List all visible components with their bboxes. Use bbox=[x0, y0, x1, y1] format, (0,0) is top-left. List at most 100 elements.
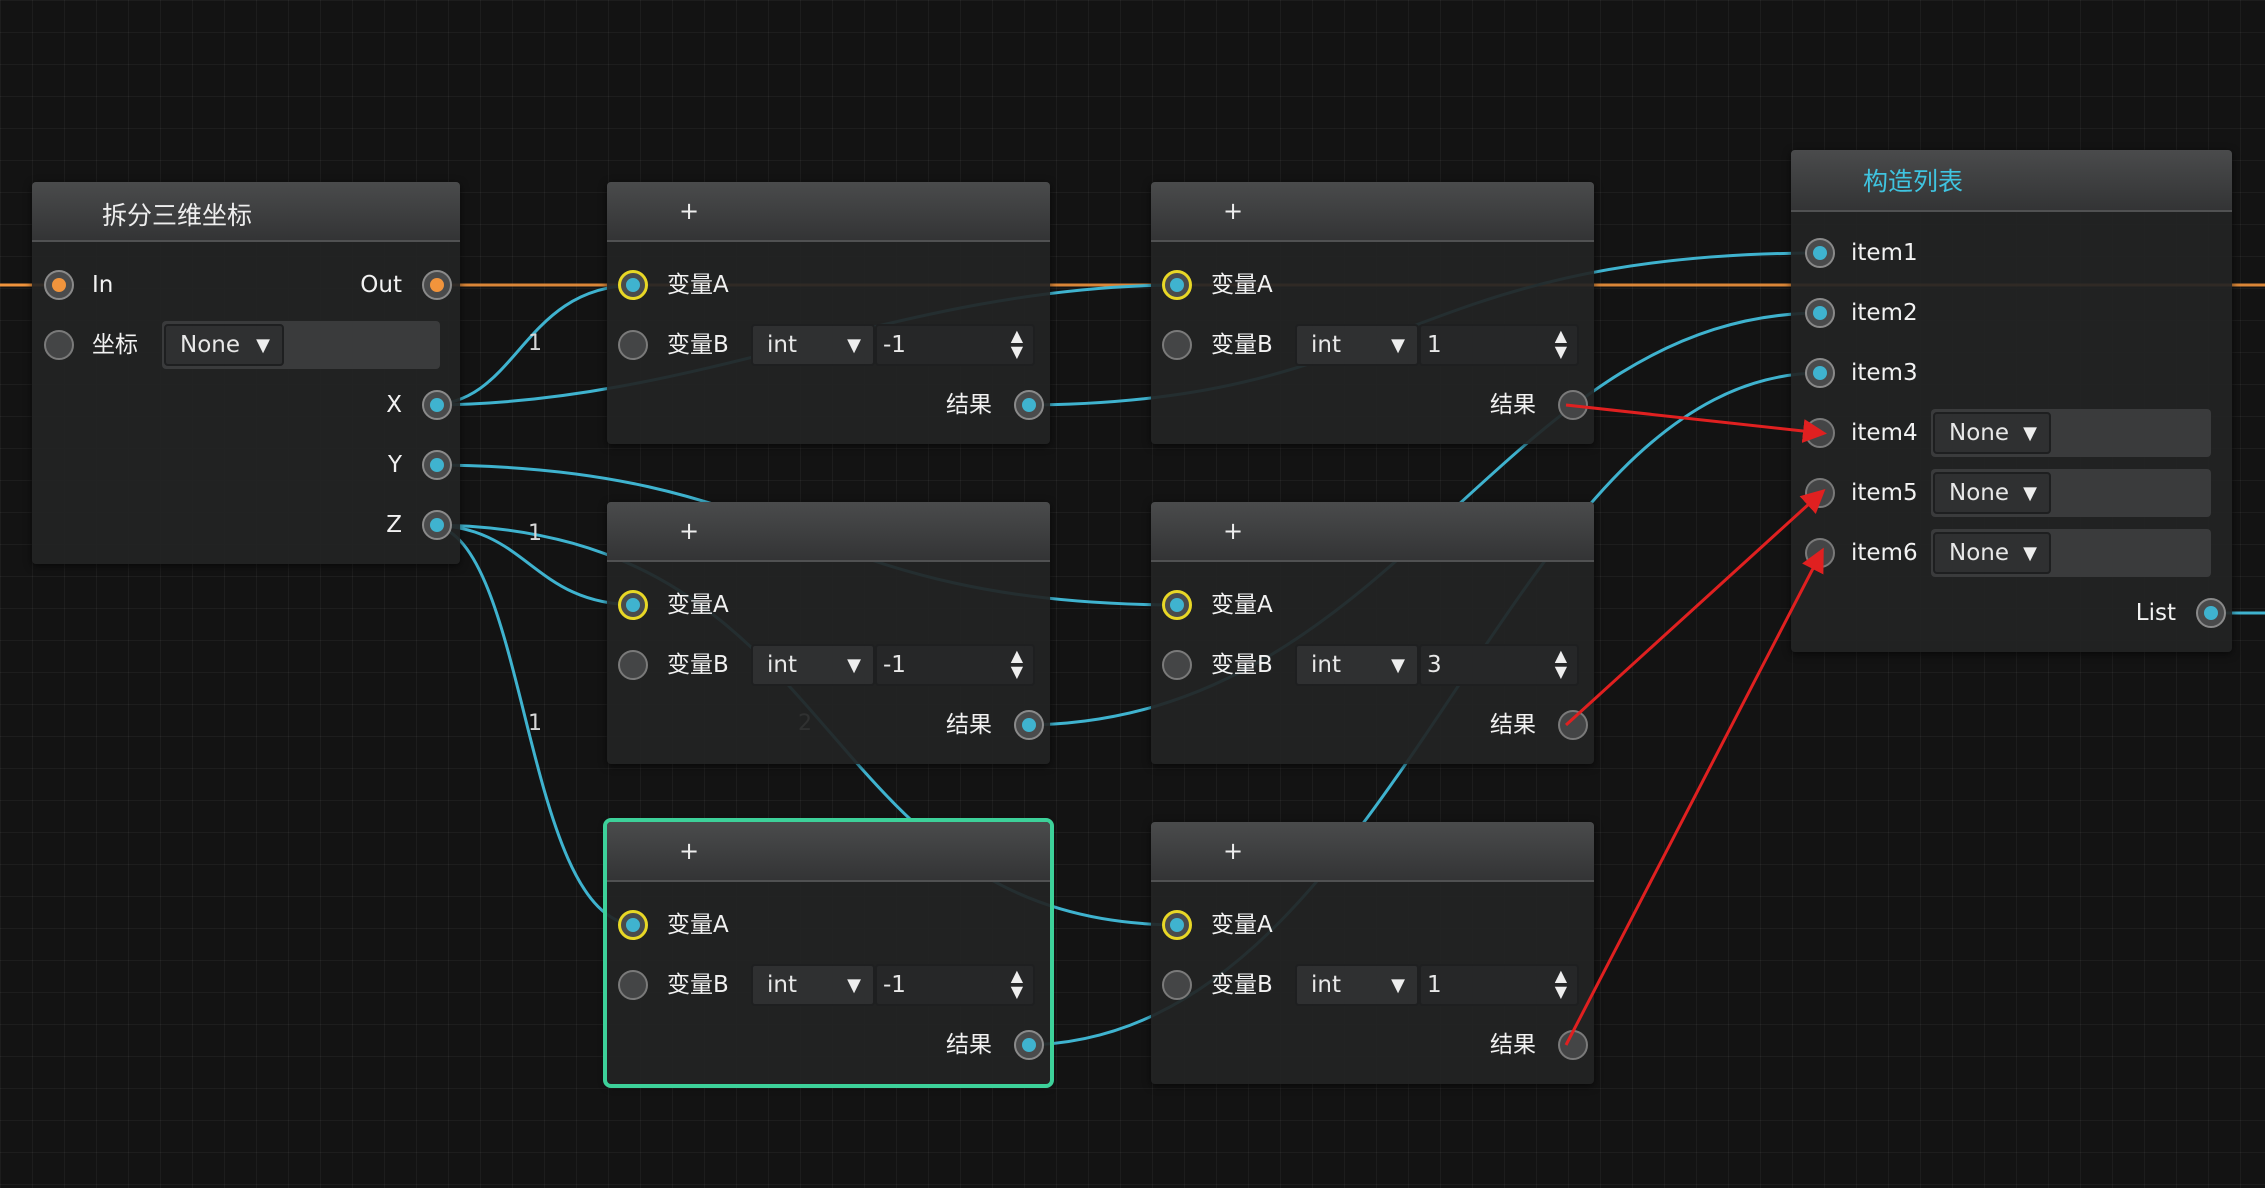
item6-dropdown[interactable]: None ▼ bbox=[1933, 532, 2051, 574]
node-title: + bbox=[679, 837, 700, 865]
build-list-node[interactable]: 构造列表 item1 item2 item3 item4 None ▼ item… bbox=[1791, 150, 2232, 652]
type-dropdown[interactable]: int▼ bbox=[751, 644, 875, 686]
out-port[interactable] bbox=[422, 270, 452, 300]
item1-port[interactable] bbox=[1805, 238, 1835, 268]
result-port[interactable] bbox=[1558, 710, 1588, 740]
result-label: 结果 bbox=[1490, 392, 1536, 418]
item5-dropdown[interactable]: None ▼ bbox=[1933, 472, 2051, 514]
result-port[interactable] bbox=[1558, 390, 1588, 420]
coord-dropdown[interactable]: None ▼ bbox=[164, 324, 284, 366]
node-header[interactable]: + bbox=[607, 502, 1050, 562]
spin-arrows-icon[interactable]: ▲▼ bbox=[1554, 326, 1567, 361]
variable-b-label: 变量B bbox=[1211, 972, 1273, 998]
in-port[interactable] bbox=[44, 270, 74, 300]
type-dropdown[interactable]: int ▼ bbox=[751, 964, 875, 1006]
chevron-down-icon: ▼ bbox=[2023, 483, 2037, 504]
z-port[interactable] bbox=[422, 510, 452, 540]
item5-value: None bbox=[1949, 480, 2010, 506]
variable-a-port[interactable] bbox=[618, 590, 648, 620]
list-output-port[interactable] bbox=[2196, 598, 2226, 628]
add-node-4[interactable]: + 变量A 变量B int▼1▲▼ 结果 bbox=[1151, 182, 1594, 444]
result-label: 结果 bbox=[1490, 712, 1536, 738]
x-label: X bbox=[386, 392, 402, 418]
spin-arrows-icon[interactable]: ▲▼ bbox=[1010, 326, 1023, 361]
variable-a-port[interactable] bbox=[618, 270, 648, 300]
type-dropdown[interactable]: int▼ bbox=[1295, 644, 1419, 686]
coord-label: 坐标 bbox=[92, 332, 138, 358]
spin-arrows-icon[interactable]: ▲▼ bbox=[1010, 646, 1023, 681]
type-dropdown[interactable]: int▼ bbox=[751, 324, 875, 366]
spin-arrows-icon[interactable]: ▲▼ bbox=[1554, 966, 1567, 1001]
item5-port[interactable] bbox=[1805, 478, 1835, 508]
coord-port[interactable] bbox=[44, 330, 74, 360]
x-port[interactable] bbox=[422, 390, 452, 420]
variable-a-port[interactable] bbox=[618, 910, 648, 940]
variable-b-port[interactable] bbox=[1162, 650, 1192, 680]
item4-port[interactable] bbox=[1805, 418, 1835, 448]
variable-b-spinbox[interactable]: -1▲▼ bbox=[875, 644, 1035, 686]
result-port[interactable] bbox=[1014, 710, 1044, 740]
node-title: 拆分三维坐标 bbox=[102, 201, 253, 230]
type-value: int bbox=[1311, 972, 1341, 998]
chevron-down-icon: ▼ bbox=[847, 335, 861, 356]
variable-b-spinbox[interactable]: 1▲▼ bbox=[1419, 324, 1579, 366]
type-value: int bbox=[1311, 652, 1341, 678]
variable-a-label: 变量A bbox=[667, 912, 729, 938]
result-port[interactable] bbox=[1014, 390, 1044, 420]
item3-label: item3 bbox=[1851, 360, 1918, 386]
item4-label: item4 bbox=[1851, 420, 1918, 446]
variable-a-label: 变量A bbox=[1211, 272, 1273, 298]
result-port[interactable] bbox=[1558, 1030, 1588, 1060]
type-dropdown[interactable]: int▼ bbox=[1295, 964, 1419, 1006]
chevron-down-icon: ▼ bbox=[847, 975, 861, 996]
y-port[interactable] bbox=[422, 450, 452, 480]
variable-a-port[interactable] bbox=[1162, 270, 1192, 300]
wire-label: 1 bbox=[528, 521, 542, 546]
variable-a-port[interactable] bbox=[1162, 590, 1192, 620]
item2-port[interactable] bbox=[1805, 298, 1835, 328]
node-title: 构造列表 bbox=[1863, 167, 1964, 196]
spin-arrows-icon[interactable]: ▲▼ bbox=[1010, 966, 1023, 1001]
node-header[interactable]: + bbox=[1151, 182, 1594, 242]
node-title: + bbox=[1223, 197, 1244, 225]
variable-b-value: 1 bbox=[1427, 972, 1442, 998]
variable-b-spinbox[interactable]: 3▲▼ bbox=[1419, 644, 1579, 686]
node-title: + bbox=[1223, 837, 1244, 865]
split-vector3-node[interactable]: 拆分三维坐标 In Out 坐标 None ▼ X Y Z bbox=[32, 182, 460, 564]
variable-a-port[interactable] bbox=[1162, 910, 1192, 940]
variable-b-spinbox[interactable]: 1 ▲▼ bbox=[1419, 964, 1579, 1006]
node-header[interactable]: 构造列表 bbox=[1791, 150, 2232, 212]
coord-value: None bbox=[180, 332, 241, 358]
variable-b-label: 变量B bbox=[667, 972, 729, 998]
result-port[interactable] bbox=[1014, 1030, 1044, 1060]
chevron-down-icon: ▼ bbox=[847, 655, 861, 676]
variable-b-spinbox[interactable]: -1▲▼ bbox=[875, 964, 1035, 1006]
node-header[interactable]: + bbox=[607, 182, 1050, 242]
variable-b-port[interactable] bbox=[618, 650, 648, 680]
item6-label: item6 bbox=[1851, 540, 1918, 566]
wire-label: 1 bbox=[528, 711, 542, 736]
item3-port[interactable] bbox=[1805, 358, 1835, 388]
node-header[interactable]: + bbox=[1151, 822, 1594, 882]
y-label: Y bbox=[387, 452, 402, 478]
item4-dropdown[interactable]: None ▼ bbox=[1933, 412, 2051, 454]
variable-b-port[interactable] bbox=[1162, 330, 1192, 360]
type-value: int bbox=[767, 972, 797, 998]
node-header[interactable]: + bbox=[607, 822, 1050, 882]
variable-b-port[interactable] bbox=[618, 330, 648, 360]
node-header[interactable]: + bbox=[1151, 502, 1594, 562]
chevron-down-icon: ▼ bbox=[2023, 423, 2037, 444]
node-header[interactable]: 拆分三维坐标 bbox=[32, 182, 460, 242]
variable-b-port[interactable] bbox=[1162, 970, 1192, 1000]
variable-b-spinbox[interactable]: -1▲▼ bbox=[875, 324, 1035, 366]
item6-port[interactable] bbox=[1805, 538, 1835, 568]
type-dropdown[interactable]: int▼ bbox=[1295, 324, 1419, 366]
variable-b-port[interactable] bbox=[618, 970, 648, 1000]
spin-arrows-icon[interactable]: ▲▼ bbox=[1554, 646, 1567, 681]
variable-b-label: 变量B bbox=[1211, 332, 1273, 358]
